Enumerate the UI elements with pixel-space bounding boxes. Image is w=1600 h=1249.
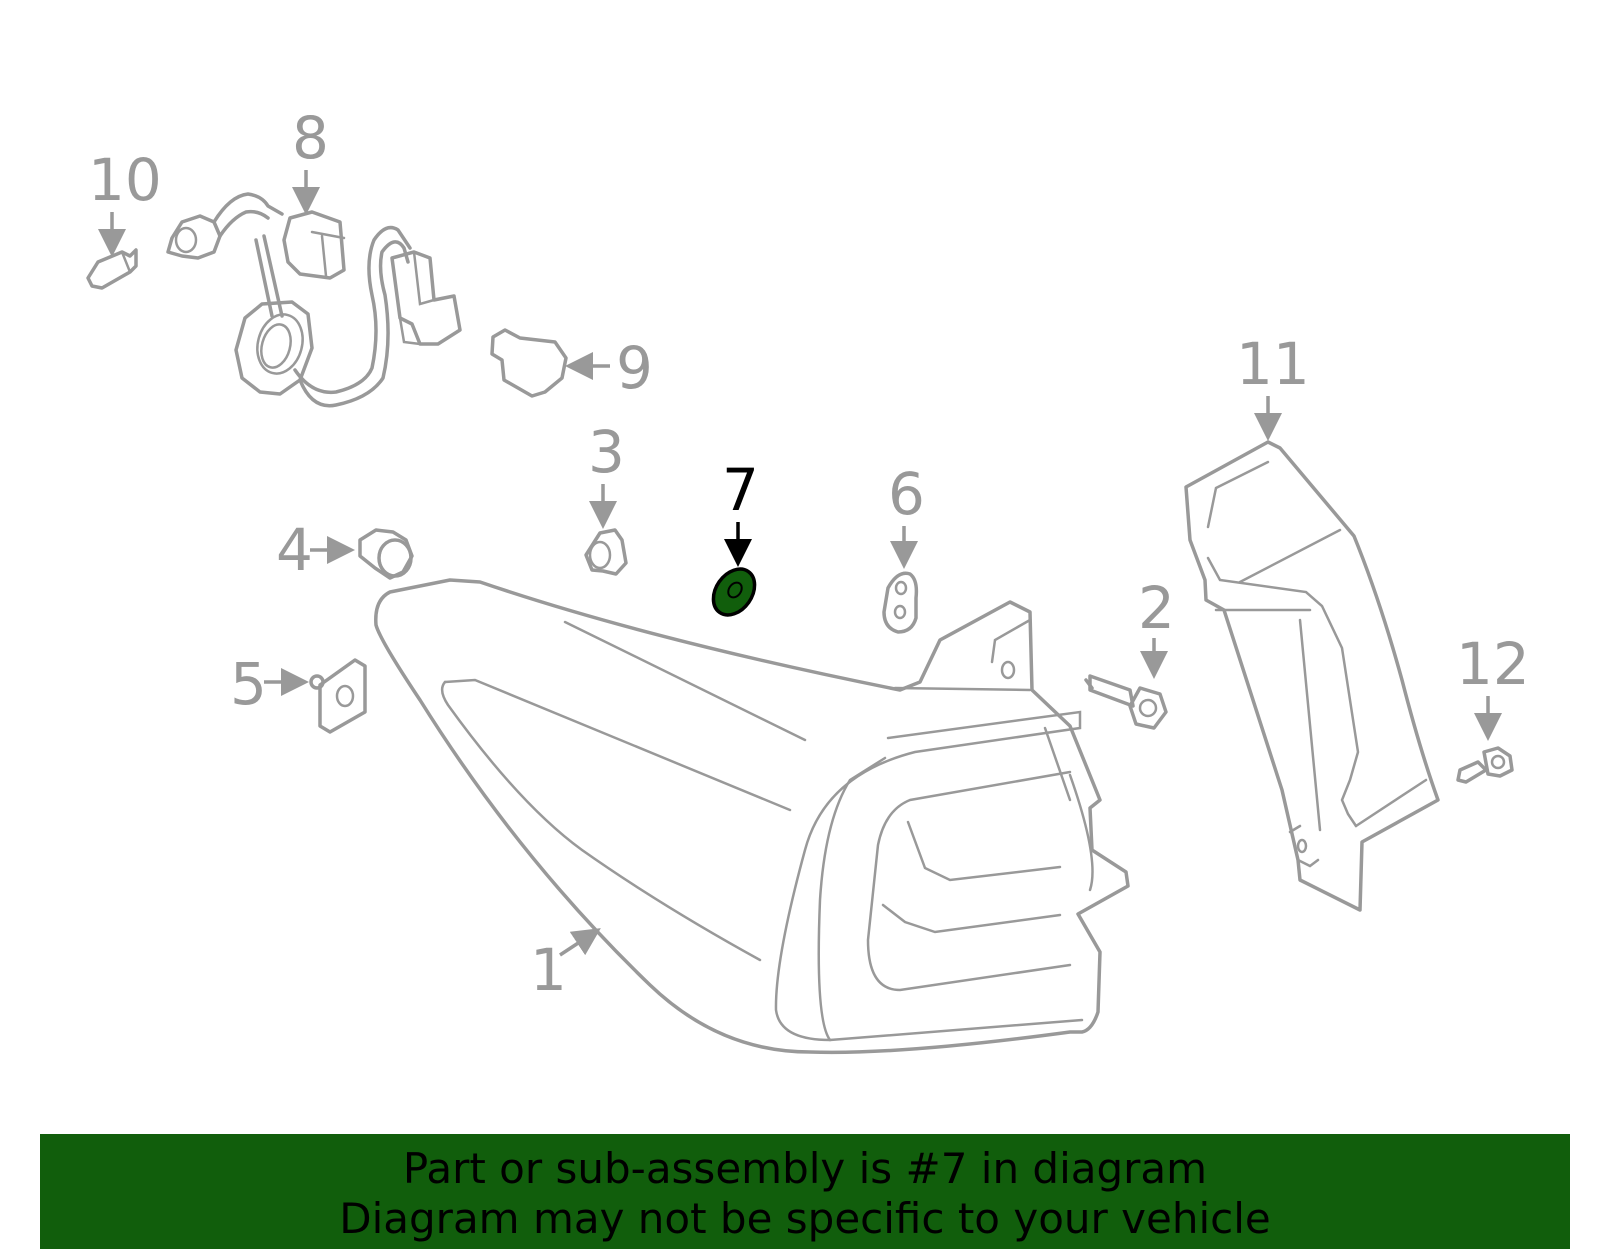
bulb-holder-part-9[interactable]	[490, 328, 568, 398]
tail-lamp-assembly[interactable]	[374, 578, 1130, 1055]
banner-line-2: Diagram may not be specific to your vehi…	[339, 1194, 1271, 1243]
grommet-part-3[interactable]	[584, 528, 628, 576]
callout-9: 9	[616, 334, 653, 402]
callout-11: 11	[1236, 330, 1310, 398]
callout-4: 4	[276, 516, 313, 584]
callout-3: 3	[588, 418, 625, 486]
callout-1: 1	[530, 936, 567, 1004]
trim-panel-part-11[interactable]	[1184, 440, 1440, 912]
screw-part-12[interactable]	[1456, 746, 1514, 784]
callout-5: 5	[230, 650, 267, 718]
info-banner: Part or sub-assembly is #7 in diagram Di…	[40, 1134, 1570, 1249]
wiring-harness-part-8[interactable]	[166, 192, 462, 408]
cap-part-4[interactable]	[358, 528, 414, 580]
bulb-part-10[interactable]	[86, 248, 138, 290]
callout-10: 10	[88, 146, 162, 214]
callout-2: 2	[1138, 574, 1175, 642]
retainer-part-5[interactable]	[309, 658, 367, 734]
leader-arrows	[98, 170, 1502, 957]
bracket-part-6[interactable]	[882, 571, 919, 634]
callout-8: 8	[292, 104, 329, 172]
banner-line-1: Part or sub-assembly is #7 in diagram	[402, 1144, 1208, 1193]
callout-labels: 1 2 3 4 5 6 7 8 9 10 11 12	[88, 104, 1530, 1004]
leader-1	[559, 928, 601, 957]
callout-12: 12	[1456, 630, 1530, 698]
bolt-part-2[interactable]	[1084, 674, 1168, 730]
callout-7: 7	[722, 456, 759, 524]
highlighted-part-7[interactable]	[705, 561, 763, 623]
callout-6: 6	[888, 460, 925, 528]
